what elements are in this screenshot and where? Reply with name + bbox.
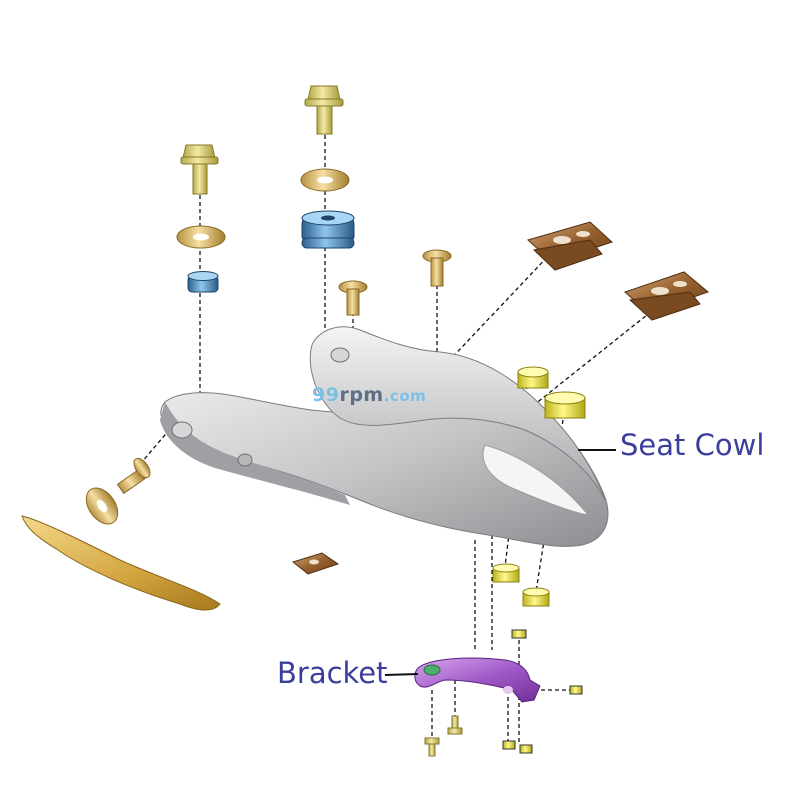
bolt-icon	[447, 715, 463, 735]
screw-icon	[116, 457, 151, 495]
seat-cowl	[160, 326, 609, 547]
bracket	[414, 657, 541, 703]
screw-icon	[422, 249, 452, 287]
watermark: 99rpm.com	[312, 384, 426, 406]
grommet-icon	[187, 271, 219, 293]
clip-nut-icon	[624, 271, 709, 321]
clip-nut-icon	[502, 629, 583, 754]
watermark-brand: rpm	[339, 384, 384, 406]
collar-icon	[522, 587, 550, 607]
clip-nut-icon	[291, 552, 340, 575]
side-trim	[21, 515, 221, 611]
screw-icon	[338, 280, 368, 316]
collar-icon	[544, 391, 586, 419]
collar-icon	[492, 563, 520, 583]
bolt-icon	[180, 144, 219, 195]
bolt-icon	[304, 85, 344, 135]
washer-icon	[85, 487, 119, 525]
watermark-number: 99	[312, 384, 340, 406]
watermark-tld: .com	[383, 387, 427, 405]
bolt-icon	[424, 737, 440, 757]
washer-icon	[300, 168, 350, 192]
bracket-leader	[384, 673, 419, 676]
grommet-icon	[301, 210, 355, 249]
collar-icon	[517, 366, 549, 389]
seat-cowl-label: Seat Cowl	[620, 428, 765, 462]
clip-nut-icon	[527, 221, 613, 271]
washer-icon	[176, 225, 226, 249]
bracket-label: Bracket	[277, 656, 388, 690]
